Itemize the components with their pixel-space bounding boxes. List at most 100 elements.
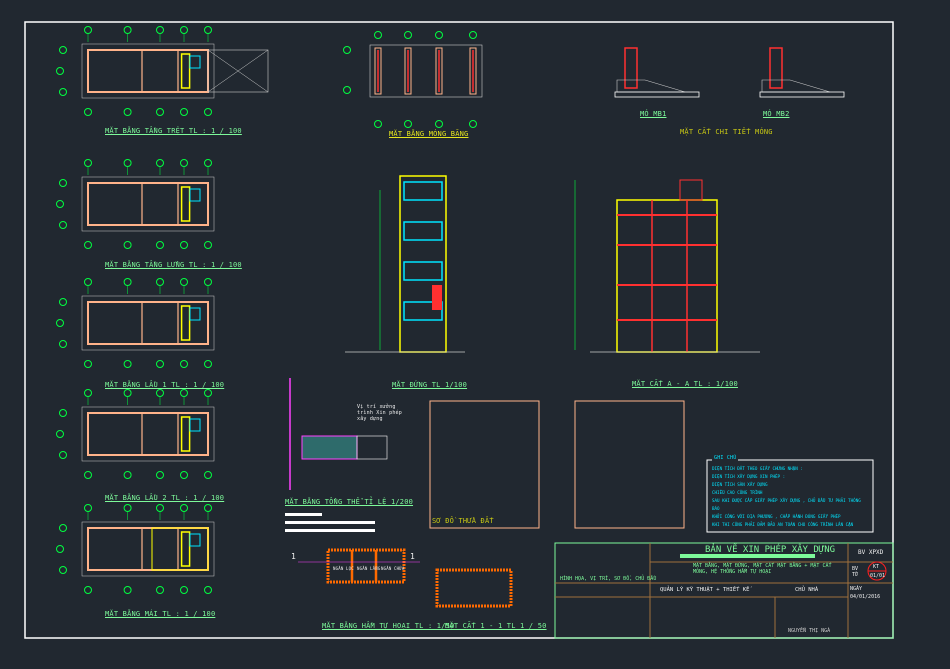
axis-bubble-icon [404, 120, 412, 128]
axis-bubble-icon [56, 545, 64, 553]
window [403, 221, 443, 241]
axis-bubble-icon [123, 360, 132, 368]
site-info-bar [285, 521, 375, 524]
strip-footing [374, 47, 382, 95]
footing-column [769, 47, 783, 89]
axis-bubble-icon [84, 471, 92, 479]
axis-bubble-icon [156, 159, 164, 167]
note-line: KHI THI CÔNG PHẢI ĐẢM BẢO AN TOÀN CHO CÔ… [712, 522, 854, 527]
lot-diagram-box [429, 400, 540, 529]
title-block-owner-label: CHỦ NHÀ [795, 587, 819, 593]
axis-bubble-icon [156, 586, 164, 594]
axis-bubble-icon [123, 471, 132, 479]
plan-outline [87, 182, 209, 226]
axis-bubble-icon [123, 241, 132, 249]
drawing-line [207, 49, 269, 93]
yard [207, 49, 269, 93]
axis-bubble-icon [469, 120, 477, 128]
axis-bubble-icon [204, 108, 212, 116]
axis-bubble-icon [56, 200, 64, 208]
axis-bubble-icon [180, 278, 188, 286]
dimension-frame [81, 176, 215, 232]
axis-bubble-icon [84, 241, 92, 249]
axis-bubble-icon [123, 586, 132, 594]
axis-bubble-icon [56, 67, 64, 75]
site-plan-note: Vị trí xưởng trình Xin phép xây dựng [357, 404, 402, 422]
axis-bubble-icon [84, 360, 92, 368]
strip-footing [469, 47, 477, 95]
floor-plans [56, 26, 269, 594]
septic-section-title: MẶT CẮT 1 - 1 TL 1 / 50 [445, 622, 547, 630]
plan-outline [87, 412, 209, 456]
axis-bubble-icon [84, 159, 92, 167]
dimension-frame [81, 43, 215, 99]
axis-bubble-icon [156, 389, 164, 397]
plan-outline [87, 301, 209, 345]
axis-bubble-icon [343, 86, 351, 94]
note-line: DIỆN TÍCH ĐẤT THEO GIẤY CHỨNG NHẬN : [712, 466, 803, 471]
axis-bubble-icon [204, 586, 212, 594]
title-block-code: BV XPXD [858, 549, 884, 556]
axis-bubble-icon [84, 504, 92, 512]
axis-bubble-icon [84, 278, 92, 286]
dimension-frame [81, 406, 215, 462]
dimension-frame [81, 295, 215, 351]
axis-bubble-icon [156, 26, 164, 34]
axis-bubble-icon [84, 108, 92, 116]
sheet-border [24, 21, 894, 639]
foundation-outline [369, 44, 483, 98]
site-info-bar [285, 513, 322, 516]
title-block-location: HÌNH HỌA, VỊ TRÍ, SƠ ĐỒ, CHỦ ĐẦU [560, 576, 657, 582]
axis-bubble-icon [156, 278, 164, 286]
axis-bubble-icon [123, 26, 132, 34]
axis-bubble-icon [59, 409, 67, 417]
foundation-title: MẶT BẰNG MÓNG BĂNG [389, 130, 469, 138]
axis-bubble-icon [84, 26, 92, 34]
axis-bubble-icon [156, 108, 164, 116]
notes-heading: GHI CHÚ [712, 455, 739, 461]
footing-1-label: MÓ MB1 [640, 110, 667, 118]
section-title: MẶT CẮT A - A TL : 1/100 [632, 380, 738, 388]
door-panel [432, 285, 442, 310]
axis-bubble-icon [156, 504, 164, 512]
axis-bubble-icon [435, 120, 443, 128]
note-line: KHỞI CÔNG VỚI ĐỊA PHƯƠNG , CHẤP HÀNH ĐÚN… [712, 514, 841, 519]
axis-bubble-icon [180, 389, 188, 397]
adjacent-lot [356, 435, 388, 460]
axis-bubble-icon [59, 298, 67, 306]
septic-tank-plan [326, 548, 406, 584]
fixture [189, 533, 201, 547]
site-building [301, 435, 358, 460]
title-block-roles: QUẢN LÝ KỸ THUẬT + THIẾT KẾ [660, 587, 750, 593]
axis-bubble-icon [343, 46, 351, 54]
axis-bubble-icon [59, 566, 67, 574]
dimension-frame [81, 521, 215, 577]
axis-bubble-icon [59, 46, 67, 54]
axis-bubble-icon [469, 31, 477, 39]
axis-bubble-icon [204, 389, 212, 397]
axis-bubble-icon [84, 389, 92, 397]
axis-bubble-icon [180, 360, 188, 368]
section-a-a [574, 179, 760, 353]
axis-bubble-icon [374, 120, 382, 128]
strip-footing [435, 47, 443, 95]
septic-room-2: NGĂN LẮNG [357, 566, 381, 571]
axis-bubble-icon [84, 586, 92, 594]
footing-details [614, 47, 845, 98]
note-line: SAU KHI ĐƯỢC CẤP GIẤY PHÉP XÂY DỰNG , CH… [712, 498, 861, 511]
axis-bubble-icon [56, 430, 64, 438]
axis-bubble-icon [180, 159, 188, 167]
axis-bubble-icon [59, 451, 67, 459]
axis-bubble-icon [59, 179, 67, 187]
notes-box [706, 459, 874, 533]
axis-bubble-icon [156, 360, 164, 368]
title-block-sheet-label: BV TỜ [852, 566, 859, 578]
axis-bubble-icon [59, 88, 67, 96]
front-elevation [345, 175, 465, 353]
plan-title-floor-2: MẶT BẰNG LẦU 2 TL : 1 / 100 [105, 494, 225, 502]
axis-bubble-icon [204, 504, 212, 512]
axis-bubble-icon [59, 221, 67, 229]
fixture [189, 307, 201, 321]
